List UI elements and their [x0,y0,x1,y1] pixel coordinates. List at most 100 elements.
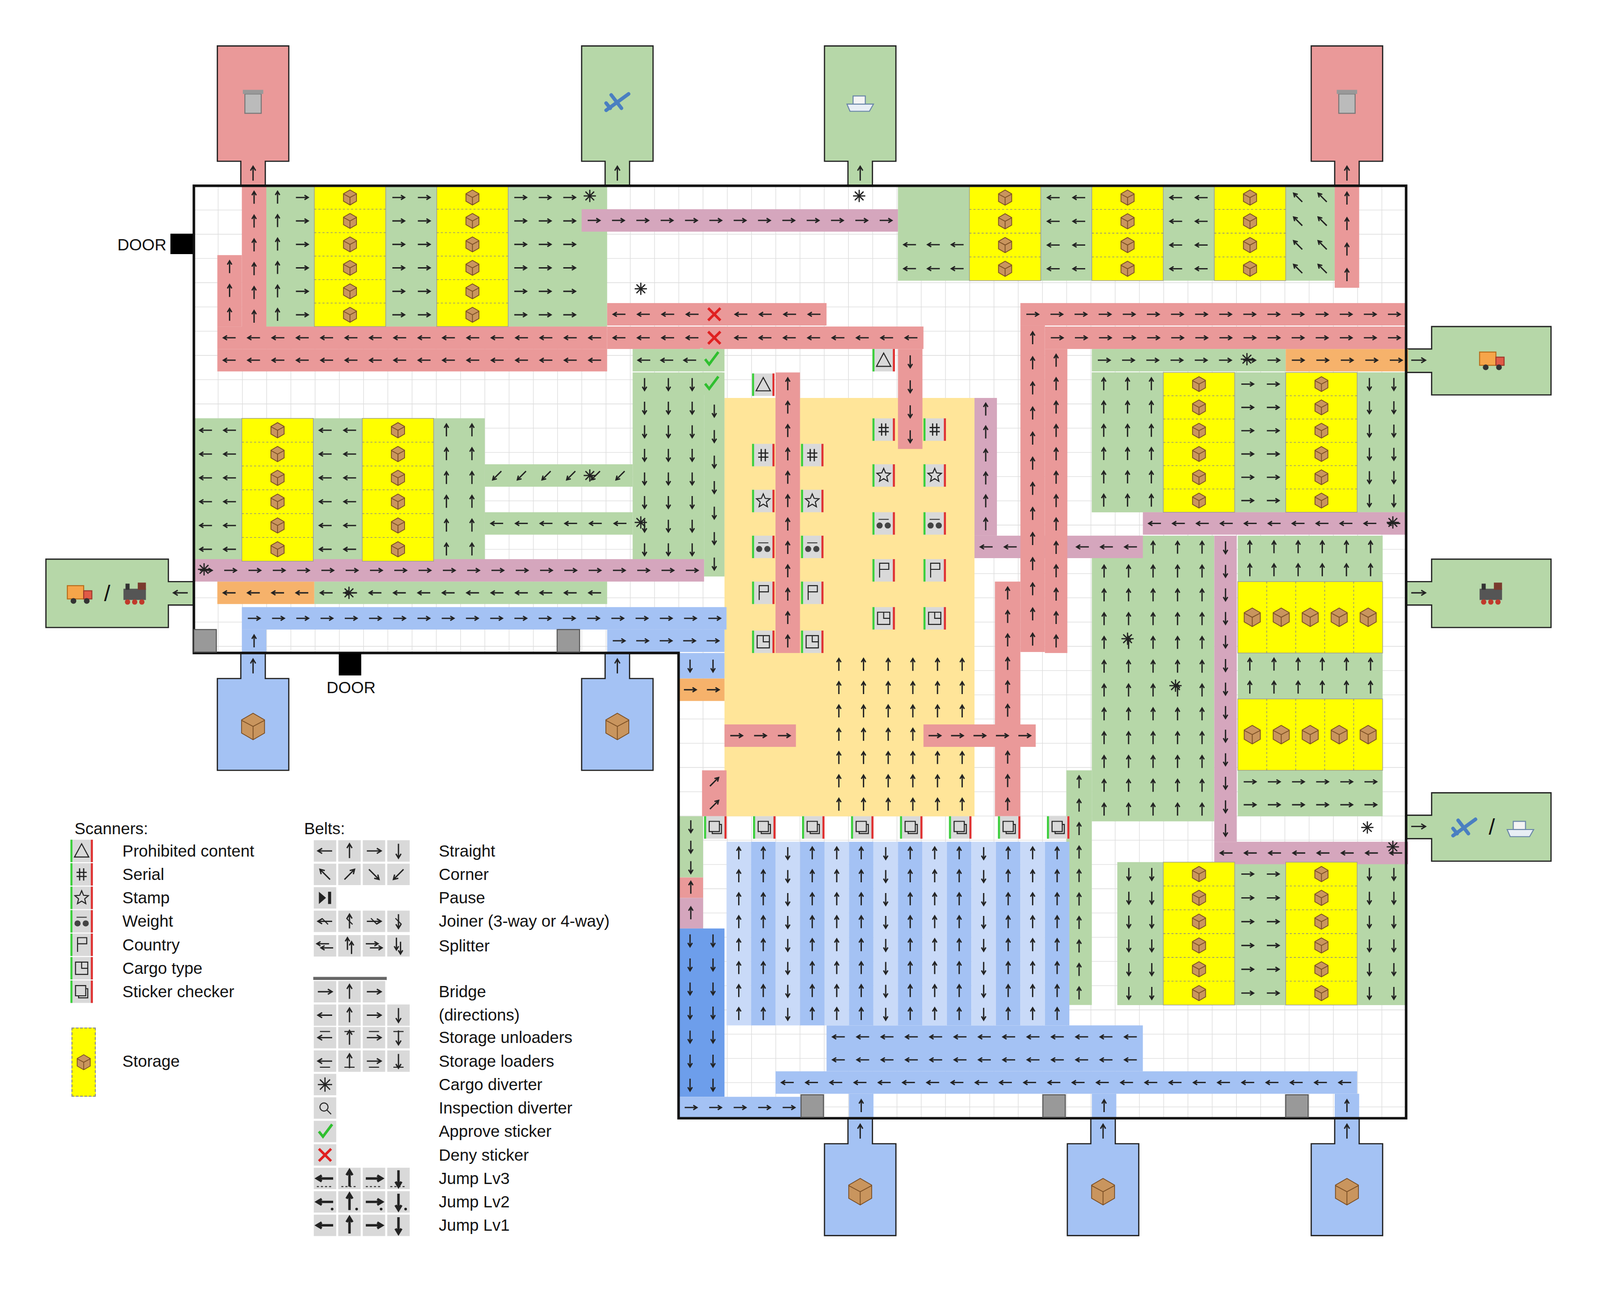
train-icon [1479,588,1502,600]
belt-arrow [1391,891,1396,904]
belt-arrow [1053,424,1059,437]
belt-arrow [688,820,693,833]
scanner-cell [70,957,93,980]
exit-box [45,559,194,628]
belt-arrow [711,1054,716,1067]
layout-graphic [699,348,723,371]
belt-arrow [1340,357,1353,363]
belt-arrow [935,658,940,671]
belt-band [241,185,267,329]
layout-graphic [1052,821,1065,834]
belt-arrow [272,568,285,573]
belt-arrow [883,847,888,860]
belt-arrow [951,733,964,738]
belt-arrow [1223,729,1228,742]
exit-box [1406,326,1551,395]
belt-arrow [1054,916,1060,929]
belt-arrow [785,377,790,391]
belt-arrow [736,847,741,860]
layout-graphic [935,522,942,529]
belt-arrow [395,1054,401,1069]
exit-box [1311,45,1383,186]
storage-block [1237,581,1383,654]
belt-arrow [1101,377,1106,391]
layout-graphic [801,581,804,605]
storage-block [1163,862,1235,1006]
belt-arrow [666,496,671,509]
belt-arrow [1147,335,1160,340]
belt-arrow [369,590,382,595]
belt-arrow [935,752,940,765]
layout-graphic [90,886,93,910]
belt-band [484,512,633,535]
belt-arrow [343,475,356,480]
belt-arrow [660,218,673,223]
belt-arrow [785,961,790,975]
belt-arrow [251,310,256,323]
belt-arrow [1219,312,1232,317]
belt-arrow [538,265,551,271]
belt-arrow [1220,850,1233,855]
belt-arrow [345,568,358,573]
cargo-icon-line [1315,989,1329,1002]
belt-arrow [1100,1034,1113,1039]
belt-arrow [1053,541,1059,555]
legend-cell [337,1050,362,1073]
scanner-cell [997,816,1021,840]
door-label: DOOR [117,233,167,257]
belt-band [217,255,242,327]
belt-arrow [1050,335,1063,340]
belt-arrow [861,728,866,741]
scanner-cell [70,886,93,910]
layout-graphic [822,816,825,840]
layout-graphic [436,256,509,257]
belt-arrow [859,916,864,929]
belt-arrow [515,357,528,363]
layout-graphic [892,418,895,441]
belt-arrow [1122,357,1135,363]
belt-arrow [1268,521,1281,526]
belt-arrow [441,616,455,621]
belt-arrow [1075,1034,1088,1039]
legend-cell [386,1190,411,1214]
belt-band [1117,862,1164,1006]
belt-arrow [1290,1080,1303,1085]
layout-graphic [241,489,314,491]
belt-arrow [1030,558,1035,571]
belt-arrow [1266,919,1280,925]
belt-arrow [1053,471,1059,484]
scanner-cell [1046,816,1070,840]
belt-arrow [711,404,717,417]
belt-arrow [932,870,937,883]
belt-arrow [223,357,236,363]
layout-graphic [74,844,89,858]
belt-arrow [272,357,285,363]
belt-arrow [783,312,797,317]
cargo-icon [1315,914,1329,930]
belt-band [678,653,725,679]
cargo-icon [465,307,479,323]
belt-arrow [1175,660,1180,673]
cargo-icon [1315,446,1329,462]
belt-arrow [687,659,692,672]
belt-arrow [469,495,475,508]
belt-arrow [1389,850,1402,855]
belt-band [1020,303,1407,326]
belt-band [289,185,314,327]
belt-band [1045,348,1068,654]
exit-separator: / [104,577,111,611]
belt-arrow [563,289,576,294]
belt-arrow [638,357,651,363]
belt-arrow [1024,1080,1037,1085]
layout-graphic [892,559,895,582]
belt-arrow [960,705,965,718]
belt-arrow [1144,1080,1158,1085]
cargo-icon-line [1273,613,1290,627]
belt-arrow [983,426,988,439]
belt-arrow [1241,475,1254,480]
layout-graphic [327,1110,332,1115]
train-icon-wheel [1488,599,1494,605]
wall-post [1285,1095,1309,1118]
belt-arrow [1005,775,1010,788]
belt-arrow [1047,219,1060,224]
